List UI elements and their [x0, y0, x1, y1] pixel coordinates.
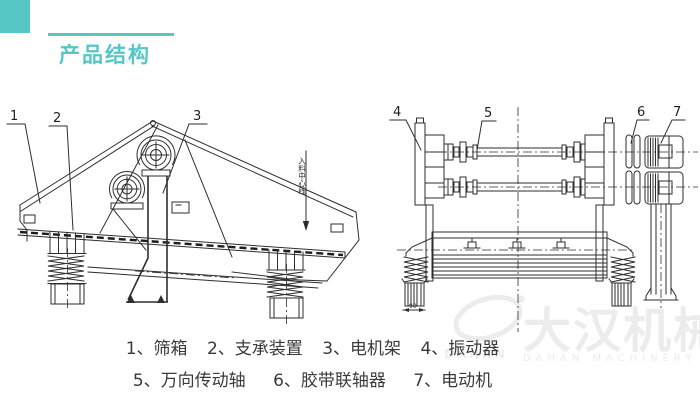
nameplate-middle	[171, 201, 190, 214]
legend-item-7: 7、电动机	[413, 371, 493, 391]
page-title: 产品结构	[59, 43, 151, 67]
parts-legend-line-1: 1、筛箱 2、支承装置 3、电机架 4、振动器	[0, 333, 625, 365]
part-label-3: 3	[193, 109, 201, 124]
feed-centerline-label: 入料中心线	[297, 157, 306, 195]
belt-coupling-upper	[625, 134, 641, 169]
screen-mesh-line	[19, 230, 344, 257]
part-label-6: 6	[637, 105, 645, 120]
end-spring-left: 90	[401, 237, 433, 312]
watermark-en-text: DAHAN MACHINERY	[523, 353, 696, 364]
belt-coupling-lower	[625, 170, 641, 205]
vibrator-housing-right	[580, 117, 615, 282]
drive-shaft-upper	[438, 141, 698, 163]
legend-item-6: 6、胶带联轴器	[273, 371, 386, 391]
lifting-lug	[150, 120, 156, 126]
part-label-4: 4	[393, 105, 401, 120]
callouts-end-view: 4 5 6 7	[389, 105, 686, 151]
end-spring-right	[606, 237, 636, 307]
watermark-cn-text: 大汉机械	[523, 303, 700, 359]
vibrator-pulleys	[109, 135, 176, 210]
parts-legend-line-2: 5、万向传动轴 6、胶带联轴器 7、电动机	[0, 365, 625, 397]
motor-frame	[99, 124, 233, 303]
side-view: 入料中心线 1 2 3	[6, 109, 360, 324]
arrow-down-icon	[302, 221, 310, 231]
part-label-7: 7	[673, 105, 681, 120]
spring-support-right	[266, 249, 306, 324]
nameplate-left	[23, 214, 36, 224]
watermark-logo-dot-icon	[517, 295, 525, 303]
legend-item-5: 5、万向传动轴	[132, 371, 246, 391]
legend-item-2: 2、支承装置	[206, 339, 303, 359]
part-label-1: 1	[10, 109, 18, 124]
callouts-side-view: 1 2 3	[6, 109, 208, 231]
deck-clamps	[463, 237, 570, 249]
foot-dimension-label: 90	[409, 303, 417, 310]
motor-support-column	[643, 203, 679, 308]
legend-item-1: 1、筛箱	[125, 339, 188, 359]
watermark-en-small-text: DAHAN	[444, 347, 508, 361]
watermark-logo-swoosh-icon	[453, 294, 523, 342]
parts-legend: 1、筛箱 2、支承装置 3、电机架 4、振动器 5、万向传动轴 6、胶带联轴器 …	[0, 333, 625, 397]
motor-upper	[644, 135, 684, 169]
spring-support-left	[47, 231, 87, 311]
legend-item-3: 3、电机架	[322, 339, 402, 359]
watermark: 大汉机械 DAHAN MACHINERY DAHAN	[444, 294, 700, 364]
brand-corner-square	[0, 0, 30, 33]
upper-pulley-pedestal	[141, 169, 171, 177]
screen-box-end: 90	[397, 231, 636, 312]
part-label-5: 5	[484, 106, 492, 121]
feed-centerline: 入料中心线	[297, 150, 310, 231]
end-view: 90 4 5 6 7	[389, 105, 698, 332]
part-label-2: 2	[53, 111, 61, 126]
screen-box-body	[17, 201, 360, 289]
drive-shaft-lower	[438, 176, 698, 198]
screen-box-roof	[19, 120, 357, 218]
title-underline	[48, 33, 174, 36]
legend-item-4: 4、振动器	[420, 339, 500, 359]
motor-lower	[644, 171, 684, 205]
nameplate-right	[330, 223, 344, 233]
